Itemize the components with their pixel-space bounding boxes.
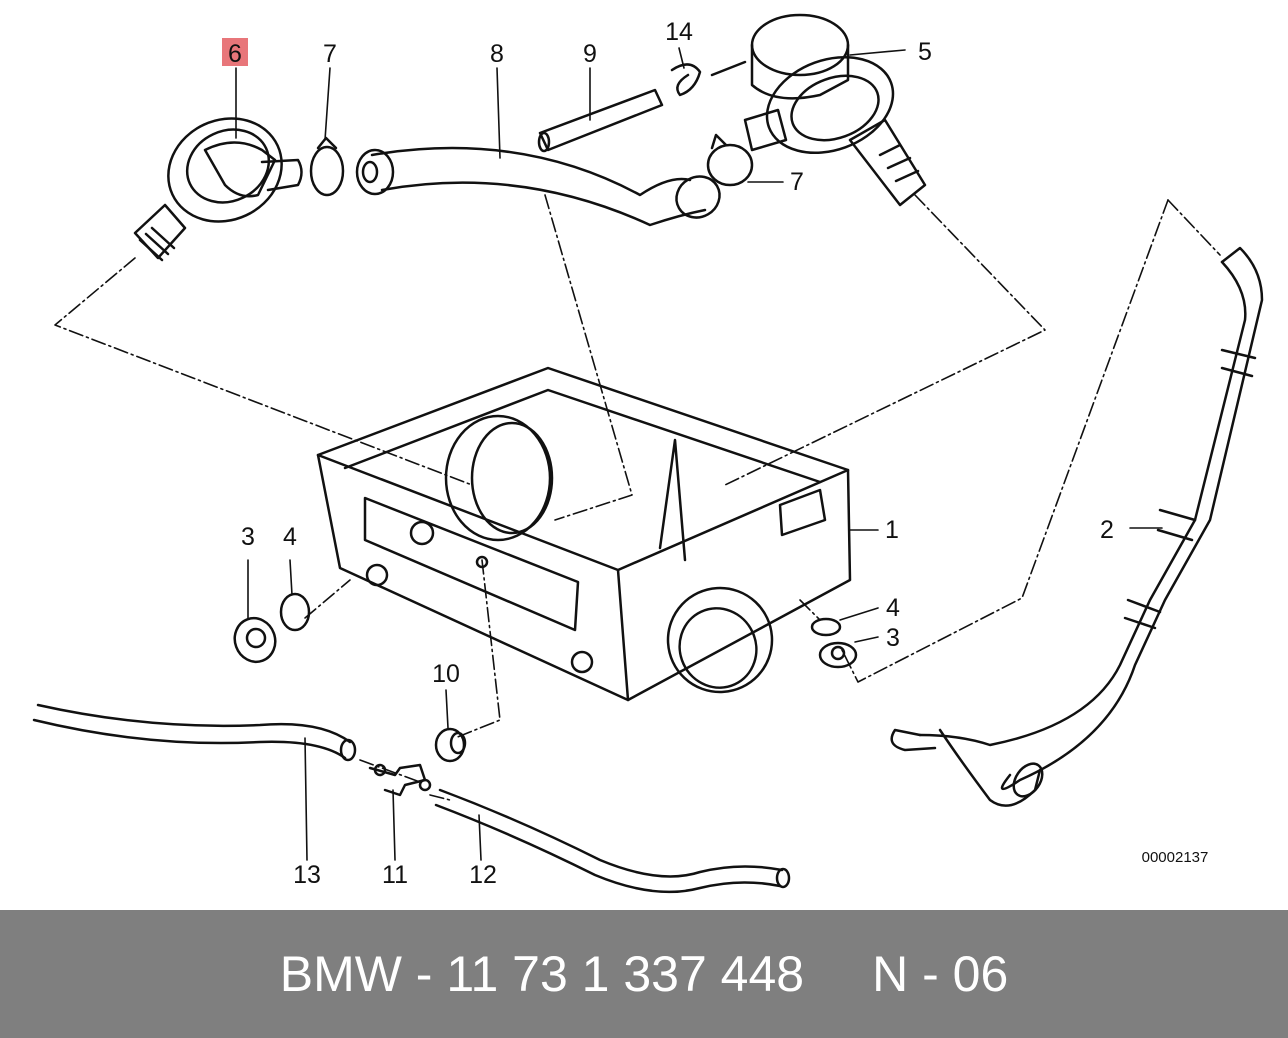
assembly-leaders — [54, 194, 1221, 801]
callout-12: 12 — [469, 861, 497, 889]
footer-code: N - 06 — [872, 946, 1009, 1002]
part-number-footer: BMW - 11 73 1 337 448 N - 06 — [0, 910, 1288, 1038]
part-14-clip — [670, 60, 747, 97]
callout-11: 11 — [382, 861, 408, 889]
drawing-number: 00002137 — [1142, 849, 1209, 866]
callout-2: 2 — [1100, 516, 1114, 544]
part-12-hose — [434, 788, 791, 894]
callout-10: 10 — [432, 660, 460, 688]
callout-pointers — [235, 47, 1163, 861]
part-6-valve — [133, 117, 303, 262]
part-3-4-fasteners — [233, 592, 858, 669]
callout-3-left: 3 — [241, 523, 255, 551]
callout-labels: 6 7 8 9 14 5 7 1 2 3 4 4 3 10 13 11 12 — [228, 18, 1114, 889]
callout-1: 1 — [885, 516, 899, 544]
callout-8: 8 — [490, 40, 504, 68]
part-7-clamps — [309, 133, 754, 197]
part-11-connector — [368, 763, 432, 797]
part-13-hose — [32, 703, 357, 762]
callout-6-highlight — [222, 38, 248, 66]
part-10-grommet — [434, 727, 467, 763]
part-9-pipe — [537, 88, 664, 153]
callout-14: 14 — [665, 18, 693, 46]
footer-part-number: BMW - 11 73 1 337 448 — [279, 946, 805, 1002]
exploded-parts-diagram: 6 7 8 9 14 5 7 1 2 3 4 4 3 10 13 11 12 0… — [32, 13, 1264, 894]
part-2-hose — [890, 246, 1264, 807]
callout-13: 13 — [293, 861, 321, 889]
callout-4-left: 4 — [283, 523, 297, 551]
callout-7-right: 7 — [790, 168, 804, 196]
callout-4-right: 4 — [886, 594, 900, 622]
callout-7: 7 — [323, 40, 337, 68]
callout-9: 9 — [583, 40, 597, 68]
callout-5: 5 — [918, 38, 932, 66]
callout-3-right: 3 — [886, 624, 900, 652]
callout-6: 6 — [228, 40, 242, 68]
part-8-hose — [355, 146, 721, 227]
part-1-housing — [316, 366, 852, 702]
part-5-valve — [743, 13, 927, 207]
